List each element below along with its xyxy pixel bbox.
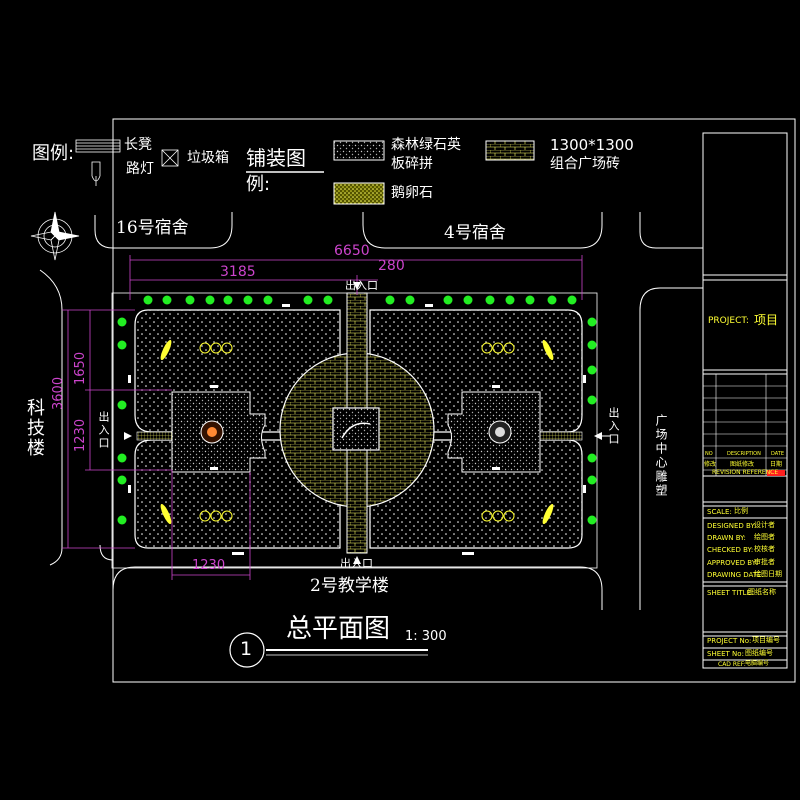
legend-bench-label: 长凳 — [124, 137, 152, 153]
paving-stone-label-1: 森林绿石英 — [391, 137, 461, 153]
tb-approved-label: APPROVED BY: — [707, 559, 758, 567]
tb-revision-reference: REVISION REFERENCE — [712, 469, 779, 476]
tb-drawn-value: 绘图者 — [754, 533, 775, 541]
tb-sheet-title-label: SHEET TITLE: — [707, 589, 754, 597]
building-dorm4: 4号宿舍 — [444, 223, 506, 243]
tb-sheet-no-value: 图纸编号 — [745, 649, 773, 657]
entrance-left: 出入口 — [97, 411, 110, 450]
legend-bin-label: 垃圾箱 — [187, 150, 229, 166]
dim-bottom-offset: 1230 — [192, 558, 226, 573]
paving-brick-label-2: 组合广场砖 — [550, 156, 620, 172]
drawing-name: 总平面图 — [286, 614, 391, 644]
tb-project-no-value: 项目编号 — [752, 636, 780, 644]
entrance-bottom: 出入口 — [340, 557, 373, 570]
tb-cad-ref-label: CAD REF: — [718, 661, 746, 668]
paving-pebble-label: 鹅卵石 — [391, 185, 433, 201]
tb-rev-no: NO — [705, 451, 713, 457]
tb-approved-value: 审批者 — [754, 558, 775, 566]
paving-title-line1: 铺装图 — [246, 146, 306, 170]
dim-path-width: 280 — [378, 258, 405, 274]
tb-sheet-title-value: 图纸名称 — [748, 588, 776, 596]
building-teaching2: 2号教学楼 — [310, 576, 389, 596]
entrance-right: 出入口 — [607, 407, 620, 446]
paving-title-line2: 例: — [246, 174, 271, 195]
tb-rev-date: DATE — [771, 451, 785, 457]
tb-designed-label: DESIGNED BY: — [707, 522, 757, 530]
building-dorm16: 16号宿舍 — [116, 218, 189, 238]
tb-date-label: DRAWING DATE: — [707, 571, 764, 579]
tb-project-no-label: PROJECT No: — [707, 637, 752, 645]
entrance-top: 出入口 — [345, 279, 378, 292]
drawing-scale: 1: 300 — [405, 629, 447, 644]
drawing-number: 1 — [240, 638, 253, 660]
tb-drawn-label: DRAWN BY: — [707, 534, 746, 542]
tb-scale-value: 比例 — [734, 507, 748, 515]
legend-lamp-label: 路灯 — [126, 161, 154, 177]
tb-project-value: 项目 — [754, 313, 779, 327]
tb-designed-value: 设计者 — [754, 521, 775, 529]
paving-brick-label-1: 1300*1300 — [550, 136, 634, 154]
tb-rev-desc-val: 图纸修改 — [730, 461, 755, 468]
legend-title: 图例: — [32, 143, 75, 164]
tb-checked-label: CHECKED BY: — [707, 546, 754, 554]
dim-total-width: 6650 — [334, 243, 370, 259]
tb-cad-ref-value: 电脑编号 — [745, 660, 770, 667]
tb-rev-desc: DESCRIPTION — [727, 451, 761, 457]
tb-date-value: 绘图日期 — [754, 570, 782, 578]
dim-total-height: 3600 — [51, 376, 66, 410]
building-center-sculpture: 广场中心雕塑 — [654, 414, 668, 498]
paving-stone-label-2: 板碎拼 — [391, 156, 433, 172]
dim-left-half: 3185 — [220, 264, 256, 280]
tb-project-label: PROJECT: — [708, 316, 749, 326]
tb-sheet-no-label: SHEET No: — [707, 650, 744, 658]
building-tech: 科技楼 — [24, 398, 45, 458]
tb-rev-date-val: 日期 — [770, 461, 783, 468]
tb-rev-no-val: 修改 — [704, 461, 717, 468]
tb-scale-label: SCALE: — [707, 508, 732, 516]
tb-checked-value: 校核者 — [754, 545, 775, 553]
dim-upper: 1650 — [73, 351, 88, 385]
dim-mid: 1230 — [73, 418, 88, 452]
